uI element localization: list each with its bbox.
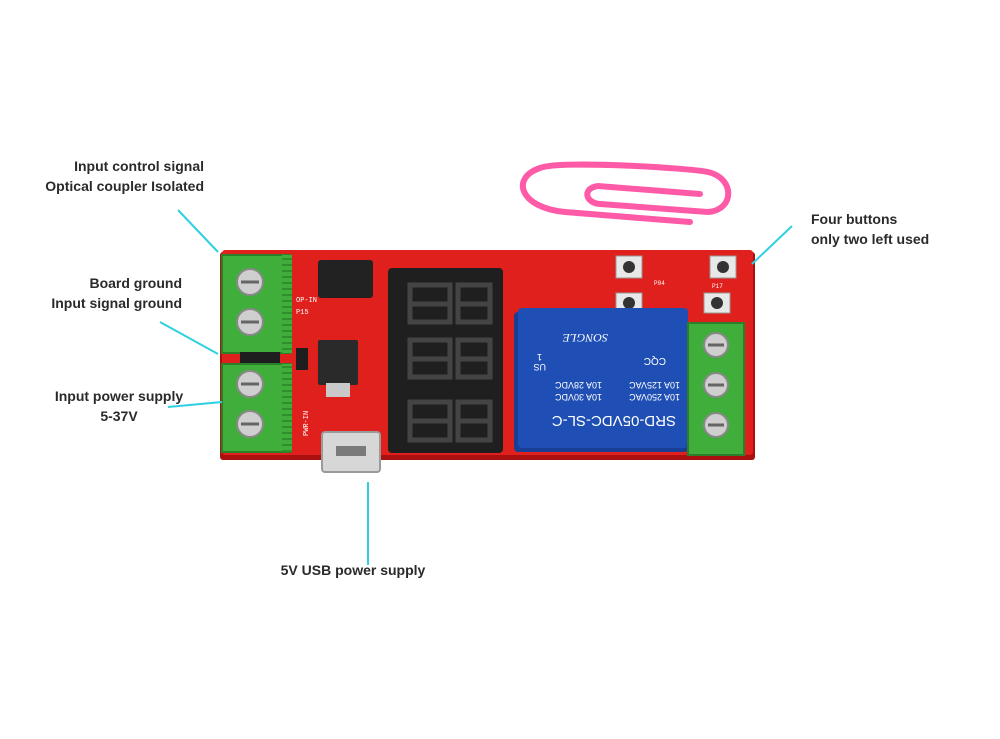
silk-p04: P04 bbox=[654, 280, 665, 287]
label-power-supply: Input power supply 5-37V bbox=[54, 388, 184, 424]
silk-p15: P15 bbox=[296, 309, 309, 317]
relay-board: OP-IN P15 PWR-IN P04 bbox=[220, 250, 755, 473]
relay-rating-2: 10A 125VAC bbox=[629, 380, 680, 390]
silk-p17: P17 bbox=[712, 283, 723, 290]
regulator bbox=[318, 340, 358, 385]
paper-clip bbox=[519, 161, 732, 225]
relay-rating-4: 10A 28VDC bbox=[554, 380, 602, 390]
silk-pwr-in: PWR-IN bbox=[303, 411, 311, 436]
leader-lines bbox=[159, 209, 793, 565]
push-button bbox=[615, 255, 643, 279]
label-control-signal: Input control signal Optical coupler Iso… bbox=[45, 158, 204, 194]
usb-port bbox=[321, 431, 381, 473]
optocoupler bbox=[318, 260, 373, 298]
relay-cert: CQC bbox=[644, 355, 666, 366]
seven-segment-display bbox=[388, 268, 503, 453]
terminal-block-relay bbox=[687, 322, 745, 456]
relay-rating-1: 10A 250VAC bbox=[629, 392, 680, 402]
relay-rating-3: 10A 30VDC bbox=[554, 392, 602, 402]
relay-brand: SONGLE bbox=[562, 331, 608, 345]
label-ground: Board ground Input signal ground bbox=[51, 275, 182, 311]
push-button bbox=[709, 255, 737, 279]
label-buttons: Four buttons only two left used bbox=[811, 211, 930, 247]
ground-header bbox=[240, 352, 280, 366]
silk-op-in: OP-IN bbox=[296, 297, 317, 305]
push-button bbox=[703, 292, 731, 314]
relay-model: SRD-05VDC-SL-C bbox=[552, 412, 676, 429]
relay: SRD-05VDC-SL-C 10A 250VAC 10A 125VAC 10A… bbox=[514, 308, 688, 452]
relay-pin: 1 bbox=[537, 352, 542, 362]
label-usb: 5V USB power supply bbox=[280, 562, 426, 578]
relay-mark: US bbox=[533, 362, 546, 372]
terminal-block-power bbox=[221, 363, 292, 453]
terminal-block-control bbox=[221, 254, 292, 354]
